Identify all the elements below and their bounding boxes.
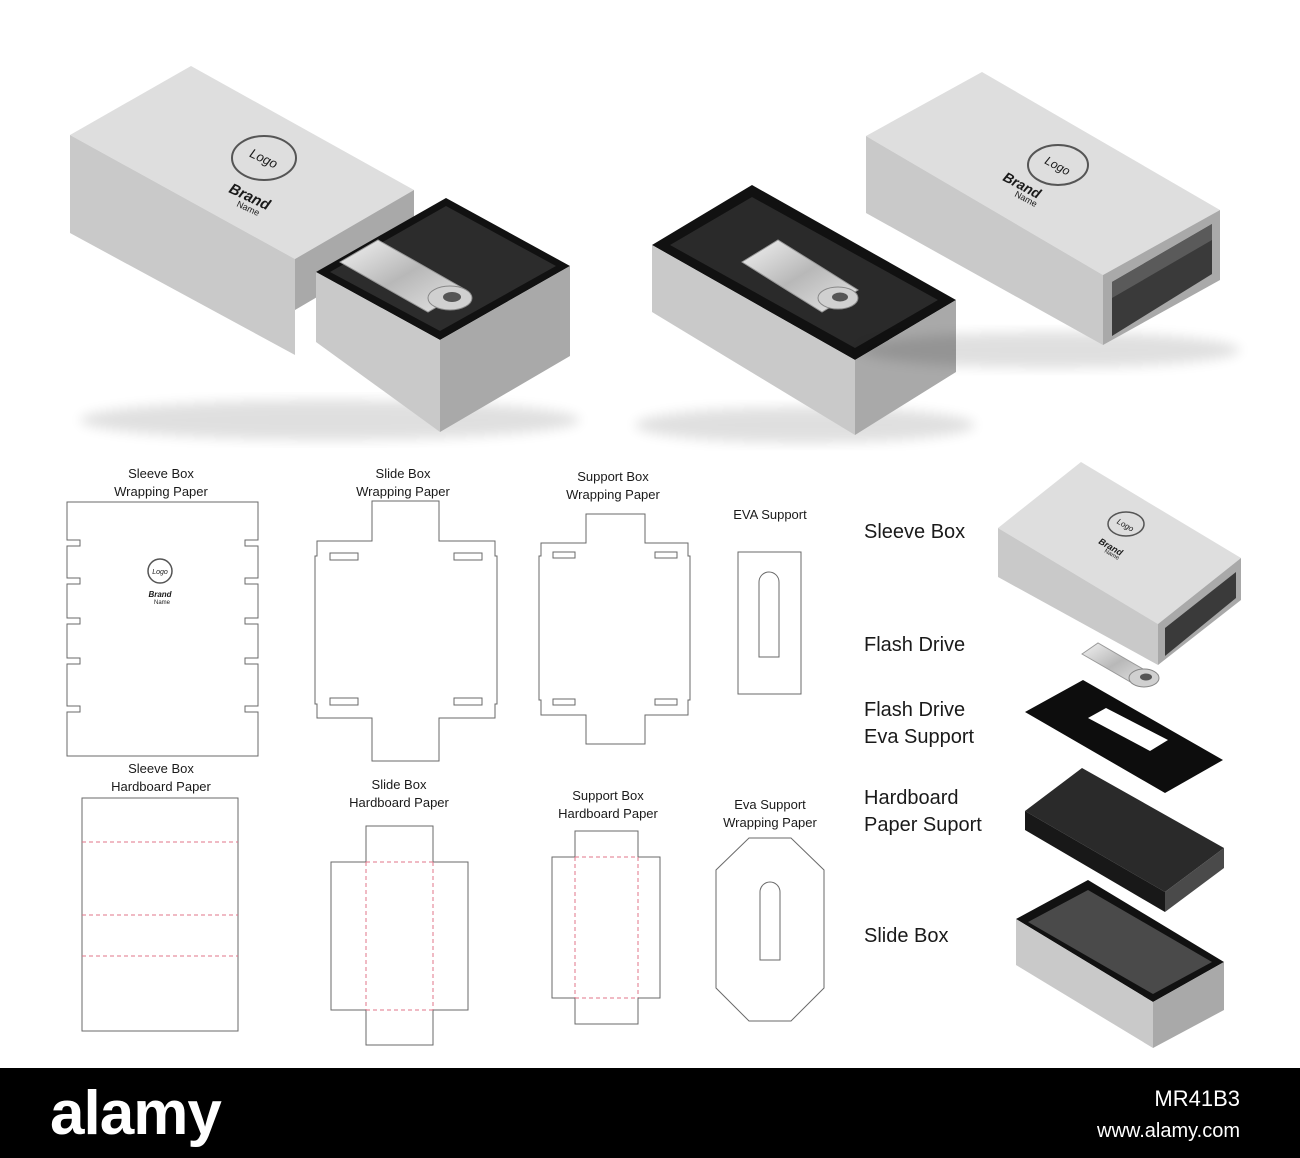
svg-text:Eva Support: Eva Support xyxy=(864,726,975,748)
svg-text:Wrapping Paper: Wrapping Paper xyxy=(723,815,817,830)
svg-text:Hardboard: Hardboard xyxy=(864,787,959,809)
svg-text:Sleeve Box: Sleeve Box xyxy=(128,466,194,481)
svg-text:Hardboard Paper: Hardboard Paper xyxy=(111,779,211,794)
exploded-hardboard-support xyxy=(1025,768,1224,912)
flash-drive-icon xyxy=(338,239,473,313)
svg-text:Slide Box: Slide Box xyxy=(372,777,427,792)
mockup-sleeve-with-slide: Logo Brand Name xyxy=(70,66,580,440)
watermark-footer: alamy MR41B3 www.alamy.com xyxy=(0,1068,1300,1158)
alamy-logo: alamy xyxy=(50,1079,222,1148)
dieline-support-wrapping: Support Box Wrapping Paper xyxy=(538,469,691,745)
exploded-slide-box xyxy=(1016,880,1224,1048)
svg-text:Sleeve Box: Sleeve Box xyxy=(128,761,194,776)
svg-text:Name: Name xyxy=(154,600,171,606)
svg-text:Slide Box: Slide Box xyxy=(376,466,431,481)
dieline-slide-hardboard: Slide Box Hardboard Paper xyxy=(330,777,469,1046)
svg-text:Flash Drive: Flash Drive xyxy=(864,634,965,656)
dieline-slide-wrapping: Slide Box Wrapping Paper xyxy=(314,466,498,762)
dieline-sleeve-wrapping: Sleeve Box Wrapping Paper Logo Brand Nam… xyxy=(66,466,259,757)
dieline-eva-wrapping: Eva Support Wrapping Paper xyxy=(715,797,825,1022)
svg-text:Support Box: Support Box xyxy=(577,469,649,484)
exploded-flash-drive xyxy=(1081,642,1160,688)
svg-text:Wrapping Paper: Wrapping Paper xyxy=(114,484,208,499)
image-id: MR41B3 xyxy=(1154,1086,1240,1111)
svg-text:Hardboard Paper: Hardboard Paper xyxy=(558,806,658,821)
mockup-empty-sleeve: Logo Brand Name xyxy=(860,72,1240,368)
svg-text:Eva Support: Eva Support xyxy=(734,797,806,812)
svg-text:Paper Suport: Paper Suport xyxy=(864,814,982,836)
dieline-support-hardboard: Support Box Hardboard Paper xyxy=(551,788,661,1025)
svg-text:Logo: Logo xyxy=(152,569,168,576)
svg-text:Wrapping Paper: Wrapping Paper xyxy=(356,484,450,499)
svg-text:Slide Box: Slide Box xyxy=(864,925,949,947)
svg-text:Flash Drive: Flash Drive xyxy=(864,699,965,721)
exploded-labels: Sleeve Box Flash Drive Flash Drive Eva S… xyxy=(864,521,982,947)
svg-text:Support Box: Support Box xyxy=(572,788,644,803)
exploded-sleeve-box: Logo Brand Name xyxy=(998,462,1241,665)
dieline-eva-support: EVA Support xyxy=(733,507,807,695)
svg-text:Brand: Brand xyxy=(148,590,172,599)
dieline-sleeve-hardboard: Sleeve Box Hardboard Paper xyxy=(81,761,239,1032)
svg-text:EVA Support: EVA Support xyxy=(733,507,807,522)
mockup-open-tray xyxy=(635,185,975,443)
svg-text:Sleeve Box: Sleeve Box xyxy=(864,521,965,543)
footer-url[interactable]: www.alamy.com xyxy=(1097,1120,1240,1142)
flash-drive-icon xyxy=(741,239,859,313)
logo-icon: Logo Brand Name xyxy=(147,558,173,606)
svg-text:Hardboard Paper: Hardboard Paper xyxy=(349,795,449,810)
svg-text:Wrapping Paper: Wrapping Paper xyxy=(566,487,660,502)
exploded-eva-support xyxy=(1025,680,1223,793)
